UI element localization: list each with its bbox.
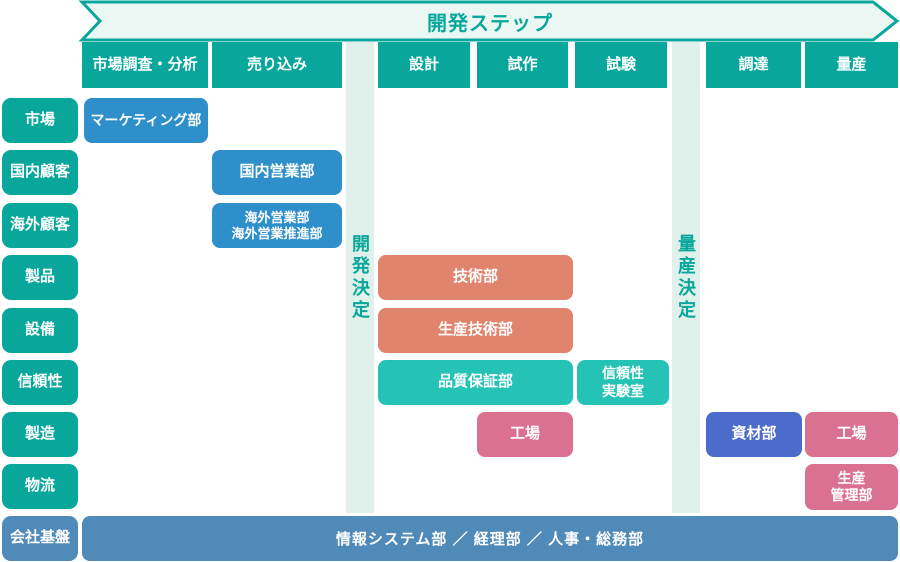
step-header-testing: 試験 <box>575 42 667 88</box>
dept-production-engineering: 生産技術部 <box>378 308 573 353</box>
step-header-market-research: 市場調査・分析 <box>82 42 208 88</box>
dept-materials: 資材部 <box>706 412 802 457</box>
step-header-sales-pitch: 売り込み <box>212 42 342 88</box>
row-label-manufacturing: 製造 <box>2 412 78 457</box>
row-label-domestic-customers: 国内顧客 <box>2 150 78 195</box>
dept-factory-mass-production: 工場 <box>805 412 898 457</box>
banner-title: 開発ステップ <box>427 12 553 35</box>
dept-production-management: 生産管理部 <box>805 464 898 510</box>
row-label-logistics: 物流 <box>2 464 78 509</box>
dept-factory-prototype: 工場 <box>477 412 573 457</box>
development-steps-banner-arrow <box>78 0 900 42</box>
gate-development-decision: 開発決定 <box>346 42 374 513</box>
gate-mass-production-decision: 量産決定 <box>672 42 700 513</box>
step-header-prototype: 試作 <box>477 42 568 88</box>
dept-domestic-sales: 国内営業部 <box>212 150 342 195</box>
gate-mass-production-decision-label: 量産決定 <box>676 233 696 322</box>
dept-engineering: 技術部 <box>378 255 573 300</box>
row-label-overseas-customers: 海外顧客 <box>2 203 78 248</box>
row-label-equipment: 設備 <box>2 308 78 353</box>
company-base-bar: 情報システム部 ／ 経理部 ／ 人事・総務部 <box>82 516 898 561</box>
row-label-market: 市場 <box>2 98 78 143</box>
step-header-mass-production: 量産 <box>805 42 898 88</box>
dept-reliability-lab: 信頼性実験室 <box>577 360 669 405</box>
dept-quality-assurance: 品質保証部 <box>378 360 573 405</box>
step-header-design: 設計 <box>378 42 470 88</box>
dept-overseas-sales: 海外営業部海外営業推進部 <box>212 203 342 248</box>
row-label-reliability: 信頼性 <box>2 360 78 405</box>
row-label-product: 製品 <box>2 255 78 300</box>
gate-development-decision-label: 開発決定 <box>350 233 370 322</box>
row-label-company-base: 会社基盤 <box>2 516 78 561</box>
dept-marketing: マーケティング部 <box>84 98 208 143</box>
step-header-procurement: 調達 <box>706 42 801 88</box>
